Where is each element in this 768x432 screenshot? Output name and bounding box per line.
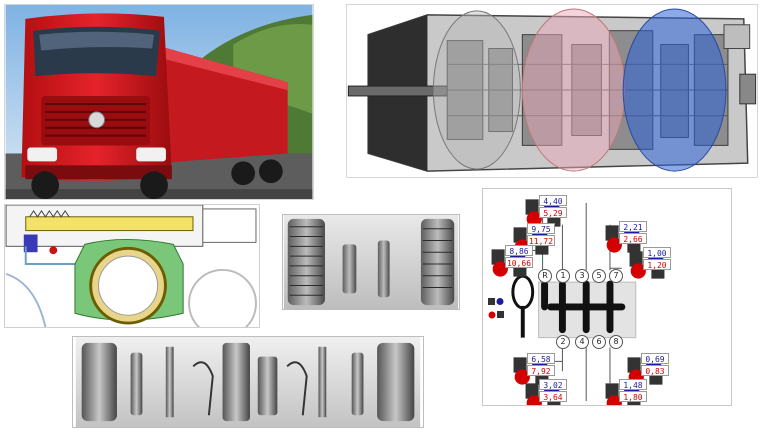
ratio-8: 1,48 1,80 [599, 379, 647, 405]
exploded-parts-icon [75, 337, 421, 427]
shift-pattern-diagram: R 1 3 5 7 2 4 6 8 4,40 5,29 9,75 11,72 2… [482, 188, 732, 406]
ratio-value-slow: 10,66 [505, 257, 533, 268]
gear-label-3: 3 [575, 269, 589, 283]
gear-label-2: 2 [556, 335, 570, 349]
gear-label-6: 6 [592, 335, 606, 349]
ratio-value-fast: 4,40 [539, 195, 567, 206]
gear-parts-icon [283, 215, 459, 309]
synchro-icon [5, 205, 257, 327]
ratio-5: 8,86 10,66 [485, 245, 533, 277]
gear-label-1: 1 [556, 269, 570, 283]
synchronizer-diagram [4, 204, 260, 328]
gearbox-icon [347, 8, 757, 172]
ratio-value-fast: 9,75 [527, 223, 555, 234]
ratio-value-fast: 2,21 [619, 221, 647, 232]
range-selector-icon [488, 298, 504, 319]
shift-gate-icon [511, 202, 637, 402]
truck-icon [5, 5, 313, 199]
ratio-value-slow: 1,80 [619, 391, 647, 402]
ratio-3: 2,21 2,66 [599, 221, 647, 253]
ratio-value-fast: 1,48 [619, 379, 647, 390]
gear-label-4: 4 [575, 335, 589, 349]
exploded-parts-photo [72, 336, 424, 428]
gearbox-cutaway [346, 4, 758, 178]
ratio-value-fast: 0,69 [641, 353, 669, 364]
ratio-value-slow: 3,64 [539, 391, 567, 402]
ratio-value-slow: 1,20 [643, 259, 671, 270]
ratio-7: 1,00 1,20 [623, 247, 671, 279]
ratio-value-slow: 11,72 [527, 235, 555, 246]
ratio-r: 4,40 5,29 [519, 195, 567, 227]
ratio-value-fast: 6,58 [527, 353, 555, 364]
ratio-value-slow: 5,29 [539, 207, 567, 218]
truck-photo [4, 4, 314, 200]
ratio-value-slow: 0,83 [641, 365, 669, 376]
ratio-6: 0,69 0,83 [621, 353, 669, 385]
gear-label-5: 5 [592, 269, 606, 283]
gear-label-8: 8 [609, 335, 623, 349]
ratio-value-slow: 2,66 [619, 233, 647, 244]
ratio-value-fast: 3,02 [539, 379, 567, 390]
ratio-4: 3,02 3,64 [519, 379, 567, 405]
ratio-1: 9,75 11,72 [507, 223, 555, 255]
ratio-value-fast: 8,86 [505, 245, 533, 256]
gear-label-r: R [538, 269, 552, 283]
ratio-value-slow: 7,92 [527, 365, 555, 376]
ratio-value-fast: 1,00 [643, 247, 671, 258]
ratio-2: 6,58 7,92 [507, 353, 555, 385]
gear-parts-photo [282, 214, 460, 310]
gear-label-7: 7 [609, 269, 623, 283]
